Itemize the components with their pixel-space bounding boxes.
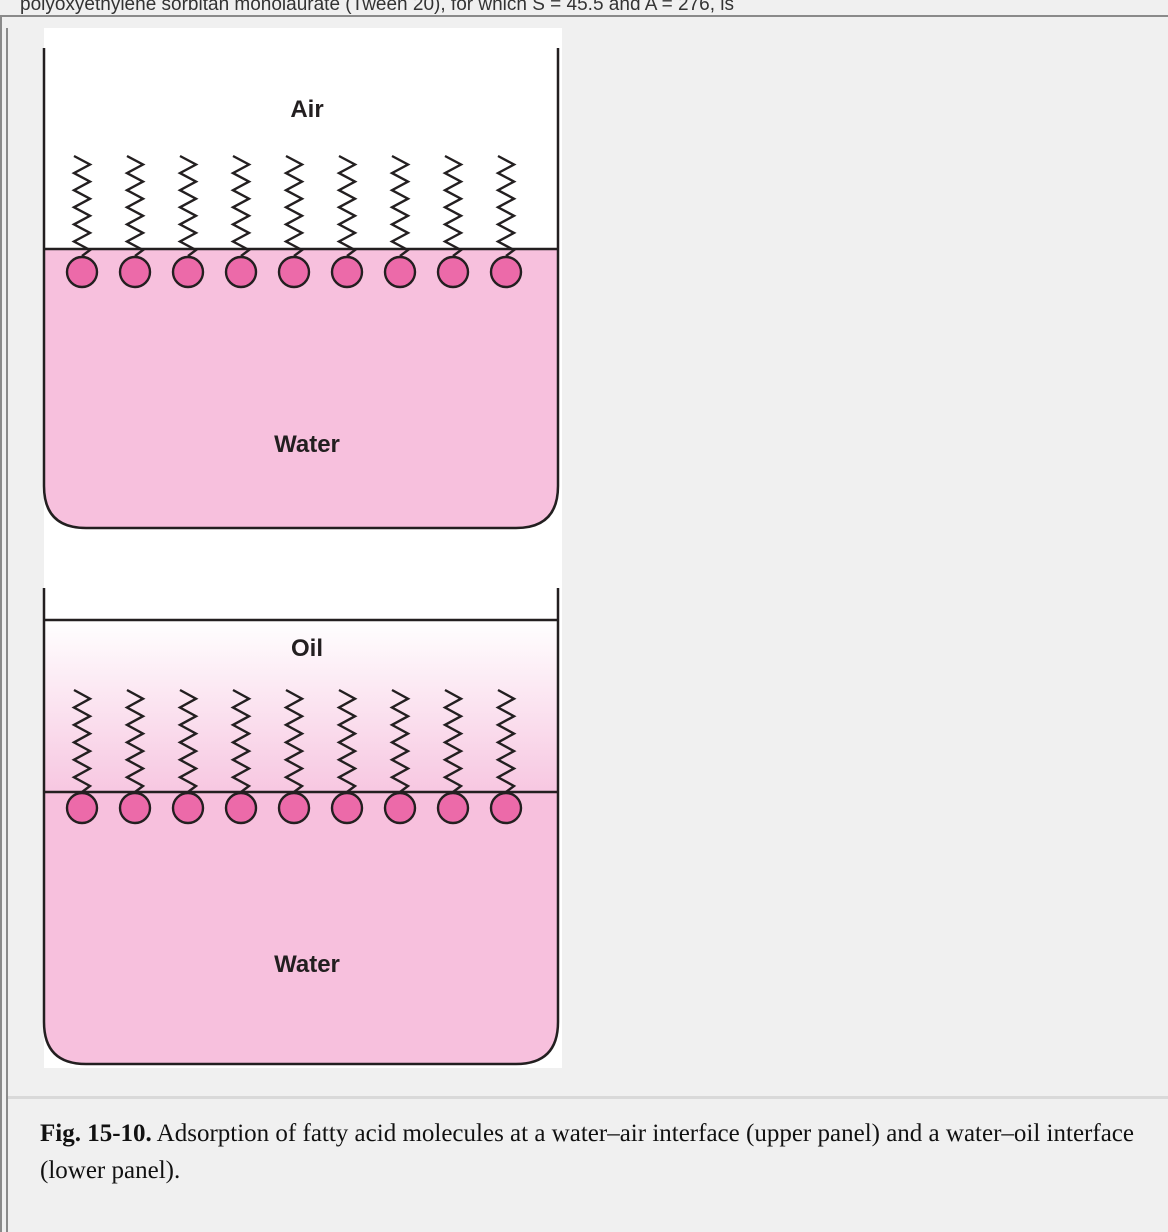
lower-molecule-head xyxy=(65,791,99,825)
lower-molecule xyxy=(330,688,364,825)
lower-molecule-head xyxy=(118,791,152,825)
figure-caption: Fig. 15-10. Adsorption of fatty acid mol… xyxy=(40,1115,1150,1189)
lower-molecule-tail xyxy=(124,688,146,793)
lower-molecule-head xyxy=(224,791,258,825)
upper-molecule-head xyxy=(118,255,152,289)
lower-molecule-head xyxy=(277,791,311,825)
lower-molecule xyxy=(224,688,258,825)
upper-molecule-head xyxy=(330,255,364,289)
upper-molecule xyxy=(330,154,364,289)
lower-molecule xyxy=(118,688,152,825)
lower-molecules xyxy=(65,688,523,825)
upper-molecule-tail xyxy=(71,154,93,257)
upper-molecule-head xyxy=(171,255,205,289)
upper-molecule xyxy=(171,154,205,289)
lower-molecule-head xyxy=(489,791,523,825)
lower-molecule-head xyxy=(330,791,364,825)
lower-molecule-head xyxy=(171,791,205,825)
lower-panel: Oil Water xyxy=(42,588,560,1066)
upper-molecule xyxy=(224,154,258,289)
upper-bottom-phase-label: Water xyxy=(274,431,340,458)
upper-molecule-tail xyxy=(177,154,199,257)
lower-molecule xyxy=(383,688,417,825)
upper-molecule xyxy=(65,154,99,289)
lower-molecule-tail xyxy=(283,688,305,793)
lower-molecule-tail xyxy=(230,688,252,793)
upper-molecule-tail xyxy=(495,154,517,257)
lower-molecule-tail xyxy=(177,688,199,793)
header-partial-text: polyoxyethylene sorbitan monolaurate (Tw… xyxy=(20,0,734,15)
frame-top-border xyxy=(0,15,1168,17)
lower-top-phase-label: Oil xyxy=(291,635,323,662)
frame-left-inner-border xyxy=(6,28,8,1232)
upper-molecule-tail xyxy=(442,154,464,257)
upper-water-fill xyxy=(44,249,558,528)
upper-molecule-head xyxy=(436,255,470,289)
upper-molecules xyxy=(65,154,523,289)
upper-molecule-head xyxy=(383,255,417,289)
upper-molecule-tail xyxy=(389,154,411,257)
upper-molecule-head xyxy=(277,255,311,289)
caption-divider xyxy=(8,1096,1168,1099)
lower-molecule xyxy=(436,688,470,825)
lower-molecule-head xyxy=(436,791,470,825)
lower-molecule-tail xyxy=(442,688,464,793)
upper-molecule xyxy=(436,154,470,289)
caption-label: Fig. 15-10. xyxy=(40,1120,152,1147)
lower-bottom-phase-label: Water xyxy=(274,951,340,978)
lower-molecule xyxy=(65,688,99,825)
upper-molecule xyxy=(277,154,311,289)
lower-molecule-tail xyxy=(495,688,517,793)
upper-molecule-head xyxy=(224,255,258,289)
upper-molecule-tail xyxy=(230,154,252,257)
upper-molecule xyxy=(383,154,417,289)
upper-molecule-head xyxy=(489,255,523,289)
upper-molecule-tail xyxy=(336,154,358,257)
caption-text: Adsorption of fatty acid molecules at a … xyxy=(40,1120,1134,1184)
upper-molecule-head xyxy=(65,255,99,289)
upper-molecule xyxy=(118,154,152,289)
lower-molecule-tail xyxy=(336,688,358,793)
lower-molecule xyxy=(171,688,205,825)
lower-molecule-tail xyxy=(71,688,93,793)
lower-molecule-tail xyxy=(389,688,411,793)
lower-container-outline xyxy=(42,588,560,1066)
upper-molecule-tail xyxy=(283,154,305,257)
figure: Air Water Oil Water xyxy=(42,28,562,1068)
upper-panel: Air Water xyxy=(42,48,560,530)
upper-molecule-tail xyxy=(124,154,146,257)
lower-molecule xyxy=(277,688,311,825)
lower-water-fill xyxy=(44,792,558,1064)
lower-molecule-head xyxy=(383,791,417,825)
lower-molecule xyxy=(489,688,523,825)
upper-top-phase-label: Air xyxy=(290,96,323,123)
upper-molecule xyxy=(489,154,523,289)
upper-container-outline xyxy=(42,48,560,530)
frame-left-border xyxy=(0,15,2,1232)
